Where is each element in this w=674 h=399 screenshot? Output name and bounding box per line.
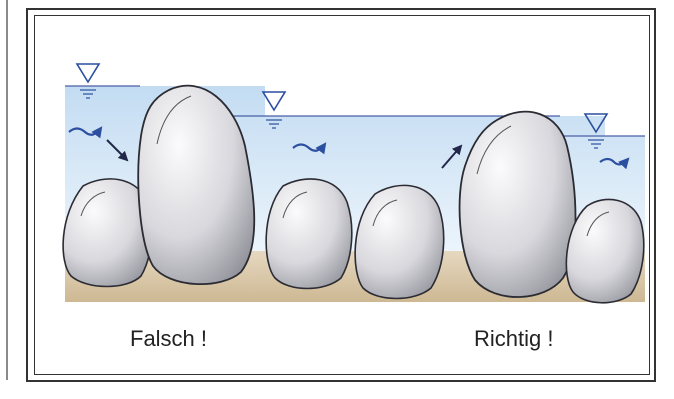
- caption-right: Richtig !: [474, 326, 553, 352]
- diagram-scene: [35, 16, 649, 374]
- boulder-tall-right: [460, 112, 576, 297]
- boulder: [266, 179, 352, 289]
- left-rule: [6, 0, 8, 380]
- caption-wrong: Falsch !: [130, 326, 207, 352]
- boulder: [355, 185, 444, 298]
